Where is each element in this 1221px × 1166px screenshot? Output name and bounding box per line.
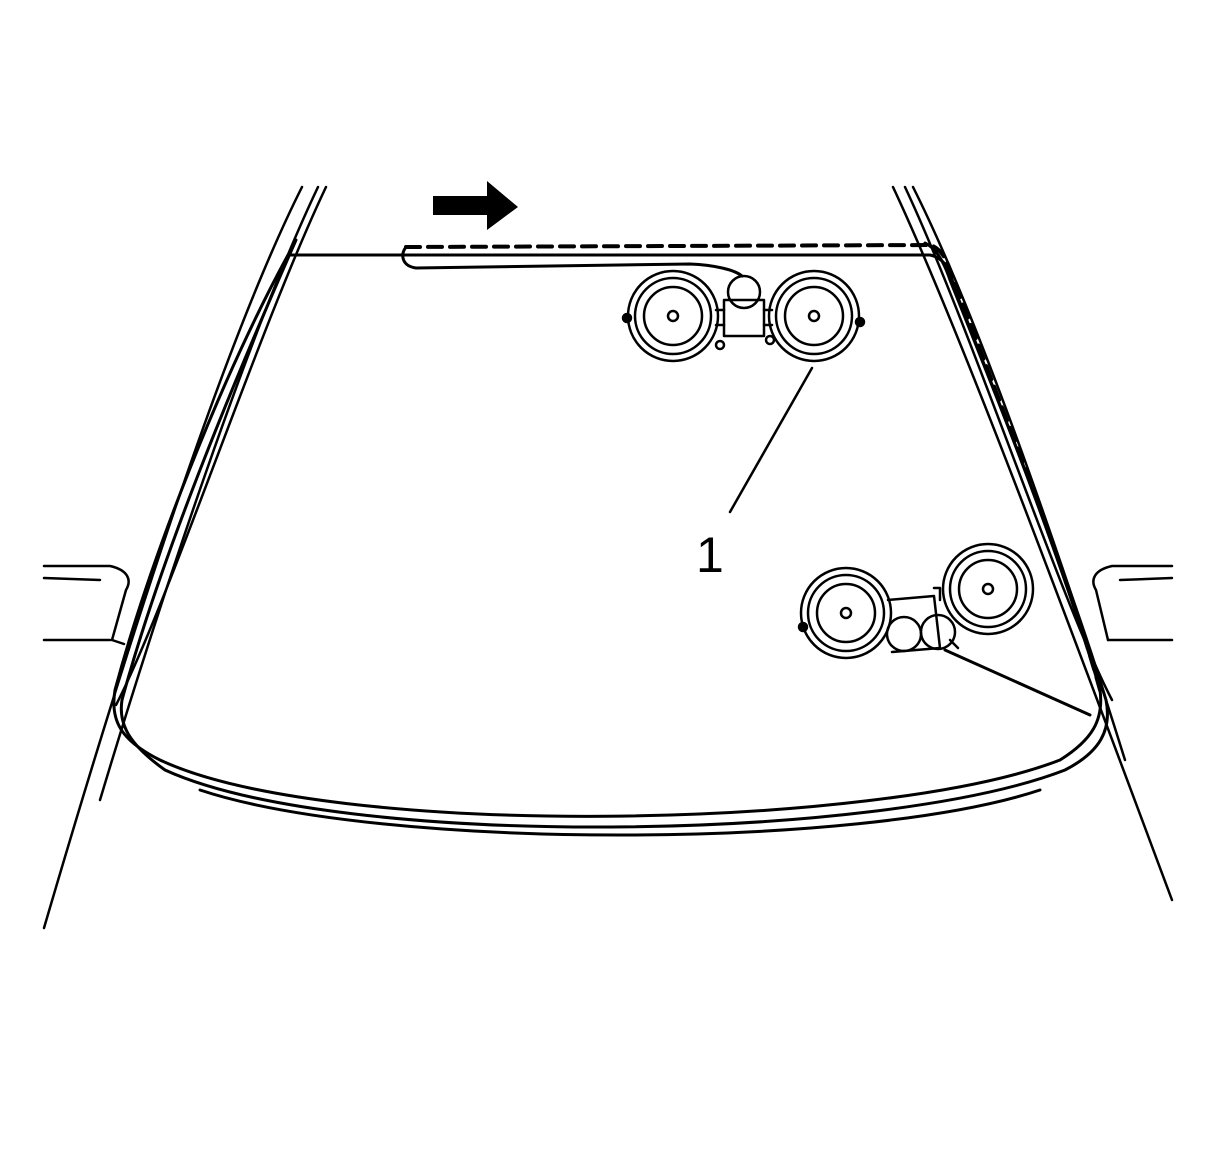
cutting-wire xyxy=(401,245,1092,717)
callout-1: 1 xyxy=(696,366,814,583)
right-arrow-icon xyxy=(433,181,518,230)
left-a-pillar xyxy=(42,185,328,930)
left-side-mirror xyxy=(42,564,130,646)
windshield-frame xyxy=(112,238,1109,837)
right-side-mirror xyxy=(1092,564,1174,642)
callout-1-label: 1 xyxy=(696,527,724,583)
cut-line-dashed xyxy=(404,243,1102,692)
callout-1-leader xyxy=(728,366,814,514)
suction-cup-tool-bottom xyxy=(797,542,1035,660)
suction-cup-tool-top xyxy=(621,269,866,363)
